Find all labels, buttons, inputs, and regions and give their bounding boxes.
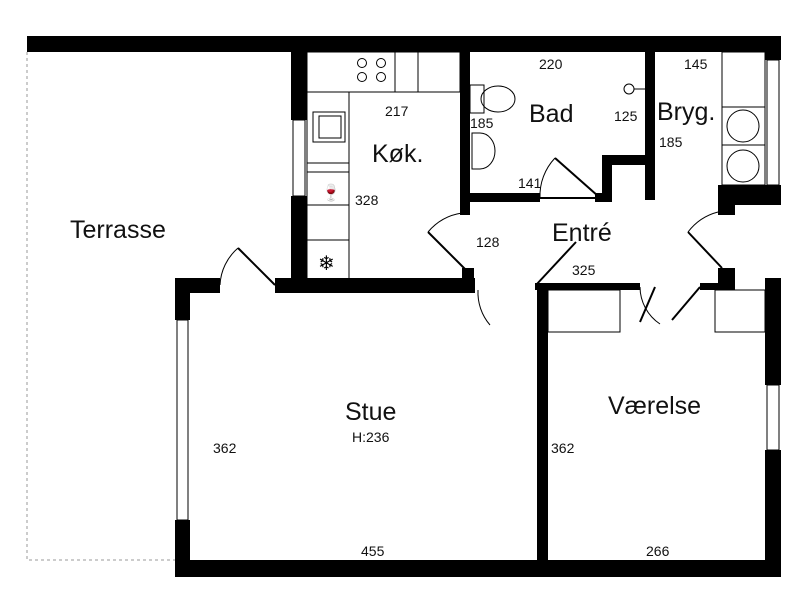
wardrobe <box>714 289 766 333</box>
dim-entry-width: 325 <box>572 262 596 278</box>
dim-utility-length: 185 <box>659 134 683 150</box>
living-height: H:236 <box>352 429 390 445</box>
walls <box>27 36 781 577</box>
room-label-bedroom: Værelse <box>608 392 701 420</box>
stove-icon <box>357 58 386 82</box>
wardrobe <box>547 289 621 333</box>
windows <box>176 59 780 521</box>
dim-utility-width: 145 <box>684 56 708 72</box>
dim-bath-right: 125 <box>614 108 638 124</box>
terrace-outline <box>26 52 175 561</box>
shower-icon <box>623 83 635 95</box>
dim-bath-bottom: 141 <box>518 175 542 191</box>
room-label-bath: Bad <box>529 100 573 128</box>
dim-bath-left: 185 <box>470 115 494 131</box>
dim-living-width: 455 <box>361 543 385 559</box>
freezer-icon: ❄ <box>318 253 335 275</box>
room-label-kitchen: Køk. <box>372 140 423 168</box>
sink-icon <box>312 111 346 143</box>
washing-machine-icon <box>726 109 760 143</box>
dim-kitchen-length: 328 <box>355 192 379 208</box>
bath-fixtures <box>469 83 645 170</box>
room-label-entry: Entré <box>552 219 612 247</box>
utility-fixtures <box>721 51 766 186</box>
dishwasher-icon: 🍷 <box>321 183 341 202</box>
dim-entry-left: 128 <box>476 234 500 250</box>
doors <box>219 157 723 326</box>
room-label-living: Stue <box>345 398 396 426</box>
dim-kitchen-width: 217 <box>385 103 409 119</box>
washbasin-icon <box>471 132 496 170</box>
kitchen-counter: 🍷 ❄ <box>306 51 461 282</box>
dim-living-length: 362 <box>213 440 237 456</box>
dryer-icon <box>726 149 760 183</box>
room-label-utility: Bryg. <box>657 98 715 126</box>
dim-bedroom-width: 266 <box>646 543 670 559</box>
dim-bath-width: 220 <box>539 56 563 72</box>
toilet-icon <box>469 84 485 114</box>
dim-bedroom-length: 362 <box>551 440 575 456</box>
room-label-terrasse: Terrasse <box>70 216 166 244</box>
